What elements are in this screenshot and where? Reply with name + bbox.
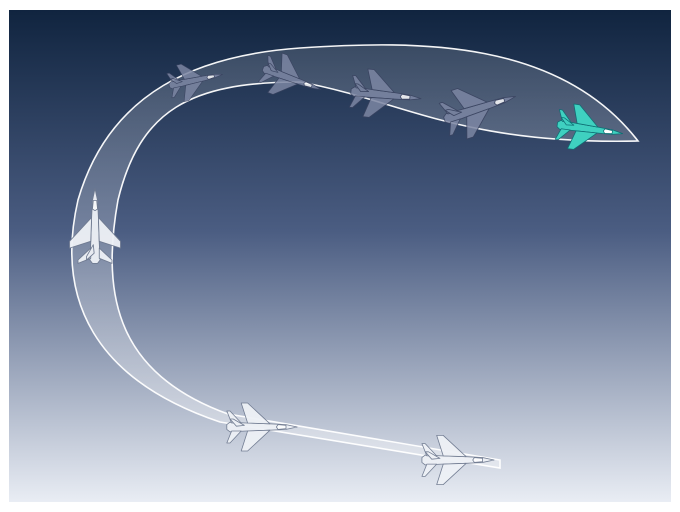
maneuver-illustration [0, 0, 680, 512]
